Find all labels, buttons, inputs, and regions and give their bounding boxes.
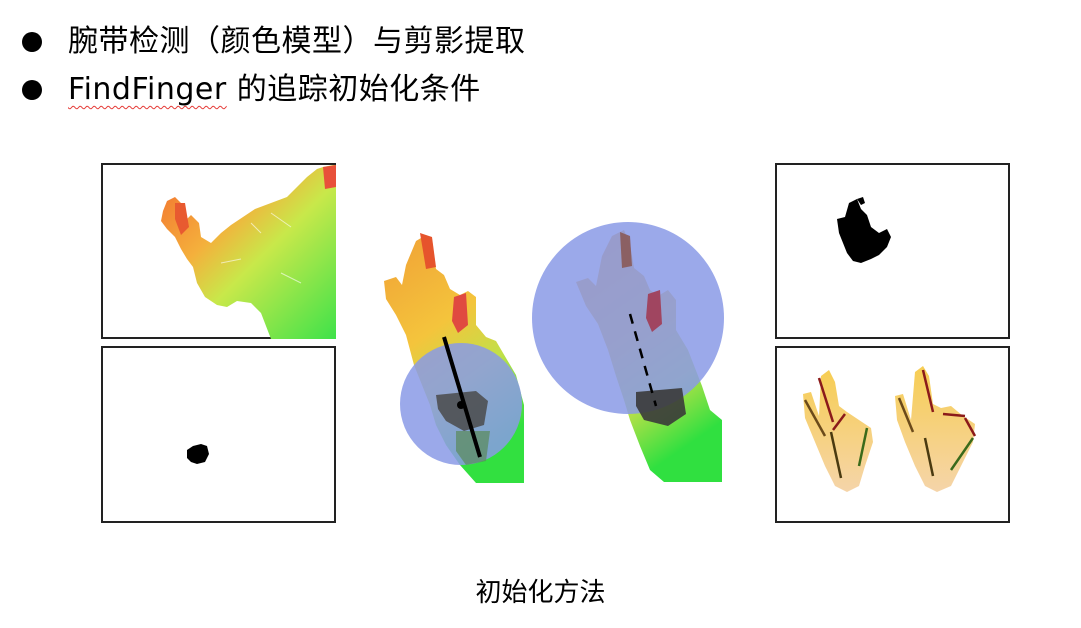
right-top-panel bbox=[775, 163, 1010, 339]
bullet-text-1: 腕带检测（颜色模型）与剪影提取 bbox=[68, 24, 526, 59]
hand-depth-image bbox=[161, 165, 336, 339]
finger-skeleton-image bbox=[803, 366, 977, 492]
bullet-item-1: 腕带检测（颜色模型）与剪影提取 bbox=[22, 18, 526, 66]
bullet-item-2: FindFinger 的追踪初始化条件 bbox=[22, 66, 526, 114]
bullet-dot-icon bbox=[22, 32, 42, 52]
small-silhouette-image bbox=[187, 444, 209, 464]
hand-with-large-circle bbox=[532, 222, 724, 482]
large-search-circle bbox=[532, 222, 724, 414]
bullet-dot-icon bbox=[22, 80, 42, 100]
hand-silhouette-image bbox=[837, 197, 891, 263]
bullet-text-2: 的追踪初始化条件 bbox=[226, 72, 481, 107]
right-bottom-panel bbox=[775, 346, 1010, 523]
left-top-panel bbox=[101, 163, 336, 339]
findfinger-brand: FindFinger bbox=[68, 72, 227, 107]
left-bottom-panel bbox=[101, 346, 336, 523]
figure-caption: 初始化方法 bbox=[475, 578, 606, 608]
bullet-list: 腕带检测（颜色模型）与剪影提取 FindFinger 的追踪初始化条件 bbox=[22, 18, 526, 114]
hand-with-wrist-circle bbox=[384, 233, 524, 483]
